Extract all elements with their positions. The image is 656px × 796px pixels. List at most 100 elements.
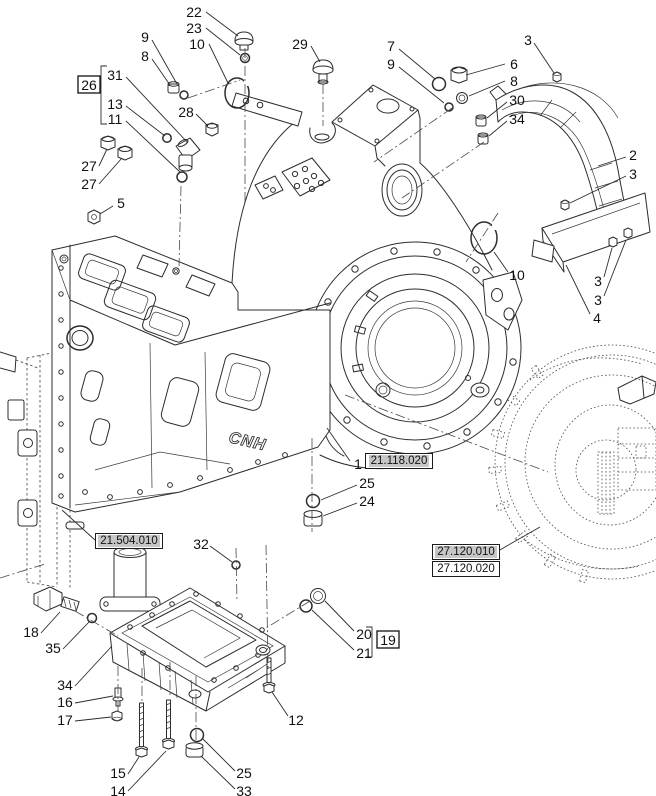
part-13-oring <box>162 133 172 143</box>
svg-text:13: 13 <box>107 96 123 112</box>
callout-29: 29 <box>292 36 321 63</box>
callout-10: 10 <box>189 36 229 84</box>
callout-18: 18 <box>23 611 61 640</box>
svg-text:34: 34 <box>57 677 73 693</box>
part-33-plug <box>185 742 204 758</box>
part-21-oring <box>299 599 313 613</box>
callout-8: 8 <box>141 48 171 86</box>
part-28-nut <box>205 122 219 137</box>
callout-32: 32 <box>193 536 233 563</box>
section-ref-code: 27.120.010 <box>435 546 497 558</box>
section-ref-27.120.010[interactable]: 27.120.010 <box>432 544 500 560</box>
svg-text:33: 33 <box>236 783 252 796</box>
section-ref-21.118.020[interactable]: 21.118.020 <box>365 453 433 469</box>
callout-8: 8 <box>468 73 518 97</box>
svg-text:6: 6 <box>510 56 518 72</box>
callout-box-19: 19 <box>376 630 400 649</box>
callout-4: 4 <box>565 264 601 326</box>
svg-text:1: 1 <box>354 456 362 472</box>
callout-22: 22 <box>186 4 239 37</box>
svg-text:32: 32 <box>193 536 209 552</box>
callout-7: 7 <box>387 38 436 80</box>
flywheel-studs <box>488 364 589 584</box>
callout-24: 24 <box>322 493 375 517</box>
small-parts <box>33 31 633 758</box>
section-ref-code: 27.120.020 <box>437 563 495 575</box>
part-12-bolt <box>262 657 276 694</box>
svg-text:14: 14 <box>110 783 126 796</box>
svg-text:8: 8 <box>510 73 518 89</box>
callout-3: 3 <box>569 166 637 204</box>
part-10-oring-left <box>224 77 250 109</box>
callout-25: 25 <box>320 475 375 501</box>
svg-text:16: 16 <box>57 694 73 710</box>
section-ref-21.504.010[interactable]: 21.504.010 <box>95 533 163 549</box>
part-10-oring-right <box>470 221 498 255</box>
callout-35: 35 <box>45 621 90 656</box>
svg-text:25: 25 <box>359 475 375 491</box>
part-18-sensor <box>33 586 80 612</box>
svg-text:26: 26 <box>81 77 97 93</box>
svg-text:18: 18 <box>23 624 39 640</box>
part-24-plug <box>303 510 323 527</box>
callout-3: 3 <box>524 32 555 74</box>
svg-text:28: 28 <box>178 104 194 120</box>
callout-1: 1 <box>326 427 362 472</box>
svg-text:27: 27 <box>81 176 97 192</box>
section-ref-27.120.020[interactable]: 27.120.020 <box>432 561 500 577</box>
plate-part-4 <box>531 192 656 405</box>
svg-text:17: 17 <box>57 712 73 728</box>
callout-34: 34 <box>488 111 525 137</box>
svg-text:8: 8 <box>141 48 149 64</box>
part-17-nut <box>111 710 123 722</box>
part-25-oring-mid <box>305 493 321 509</box>
part-5-nut <box>87 209 101 225</box>
flywheel-phantom <box>488 344 656 584</box>
svg-text:24: 24 <box>359 493 375 509</box>
callout-15: 15 <box>110 756 140 781</box>
svg-text:3: 3 <box>594 273 602 289</box>
fill-tube <box>99 546 161 612</box>
callout-33: 33 <box>200 755 252 796</box>
callout-27: 27 <box>81 157 123 192</box>
svg-text:4: 4 <box>593 310 601 326</box>
callout-3: 3 <box>594 247 613 289</box>
section-ref-code: 21.118.020 <box>368 455 430 467</box>
svg-text:12: 12 <box>288 712 304 728</box>
callout-25: 25 <box>202 738 252 781</box>
callout-14: 14 <box>110 750 167 796</box>
svg-text:9: 9 <box>141 29 149 45</box>
callout-11: 11 <box>108 111 181 173</box>
callout-20: 20 <box>324 600 372 642</box>
callout-13: 13 <box>107 96 166 137</box>
part-29-cap <box>312 59 334 85</box>
part-25-oring-bottom <box>189 727 205 743</box>
callout-6: 6 <box>465 56 518 76</box>
svg-text:20: 20 <box>356 626 372 642</box>
transmission-housing: CNH <box>51 235 331 513</box>
callout-box-26: 26 <box>77 75 101 94</box>
part-6-plug <box>450 66 468 84</box>
svg-text:9: 9 <box>387 56 395 72</box>
centerlines <box>74 48 549 742</box>
svg-text:22: 22 <box>186 4 202 20</box>
svg-text:10: 10 <box>509 267 525 283</box>
part-26-elbow-fitting <box>175 137 201 172</box>
part-3-nut-shield <box>560 199 570 211</box>
svg-text:35: 35 <box>45 640 61 656</box>
callout-9: 9 <box>141 29 178 85</box>
svg-text:10: 10 <box>189 36 205 52</box>
callout-21: 21 <box>311 609 372 661</box>
svg-text:7: 7 <box>387 38 395 54</box>
svg-text:34: 34 <box>509 111 525 127</box>
callout-2: 2 <box>597 147 637 167</box>
callout-12: 12 <box>271 691 304 728</box>
bell-housing-bolt-holes <box>312 247 517 450</box>
part-30-plug <box>475 114 487 127</box>
svg-text:5: 5 <box>117 195 125 211</box>
part-3-nut-plate-b <box>623 227 633 239</box>
ref-leaders <box>61 65 541 658</box>
